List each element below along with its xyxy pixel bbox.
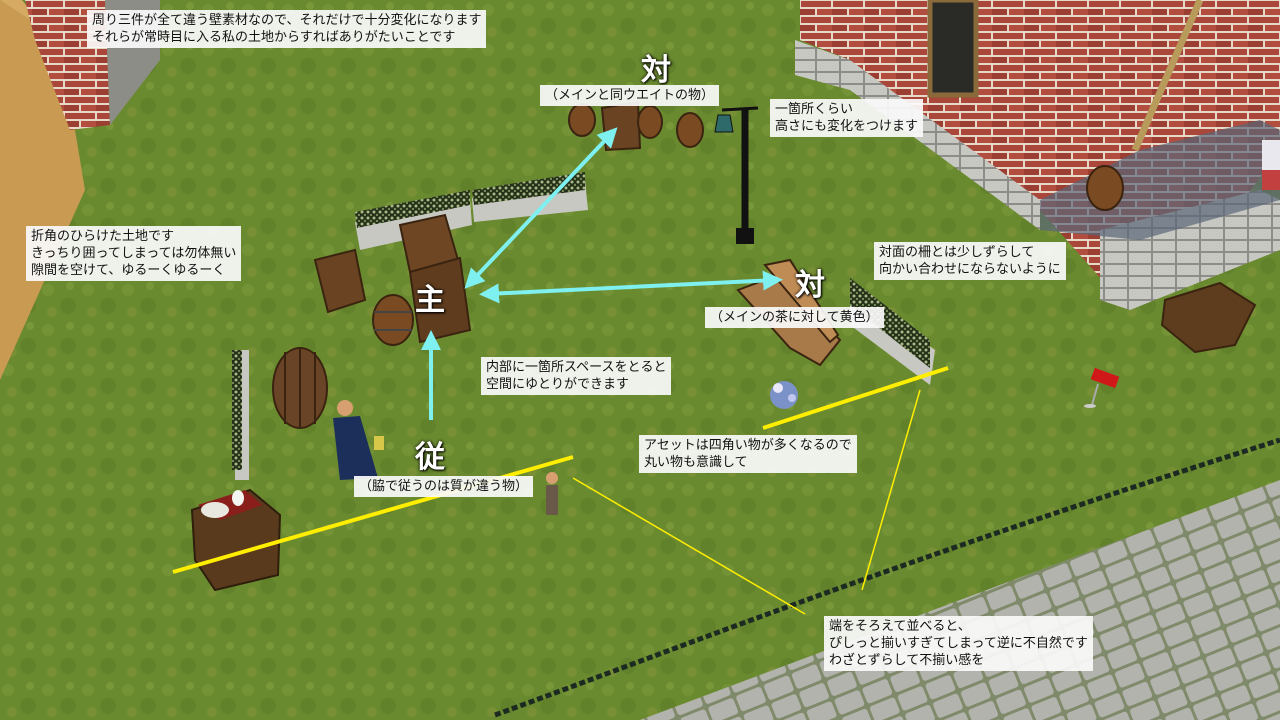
npc-right[interactable] [1262,140,1280,190]
npc-child[interactable] [546,472,558,515]
barrel [1086,165,1124,211]
barrel [372,294,414,346]
label-main: 主 [415,283,445,318]
note-interior: 内部に一箇所スペースをとると 空間にゆとりができます [481,357,672,395]
wooden-crate [1160,281,1257,354]
note-left: 折角のひらけた土地です きっちり囲ってしまっては勿体無い 隙間を空けて、ゆるーく… [26,226,242,281]
label-opposite-right: 対 [795,268,825,303]
hedge-fence-left [232,350,249,480]
cage-barrel [272,347,328,429]
note-yellow-bench: （メインの茶に対して黄色） [705,307,884,328]
wooden-crate-stack [398,213,472,344]
flower-pot [770,381,798,409]
barrel [568,103,596,137]
note-top-left: 周り三件が全て違う壁素材なので、それだけで十分変化になります それらが常時目に入… [87,10,487,48]
note-bottom: 端をそろえて並べると、 ぴしっと揃いすぎてしまって逆に不自然です わざとずらして… [824,616,1093,671]
note-follower: （脇で従うのは質が違う物） [354,476,534,497]
table-cabinet [190,488,282,592]
chain-fence [494,437,1280,718]
barrel [637,105,663,139]
barrel [676,112,704,148]
label-opposite-top: 対 [641,53,671,88]
player-character[interactable] [333,400,384,480]
wooden-crate [313,248,367,314]
red-mailbox [1084,367,1120,408]
arrow-main-to-top [464,127,618,289]
label-follower: 従 [415,440,445,475]
street-lamp [714,106,759,244]
composition-arrows [421,127,783,420]
arrow-main-to-right [479,270,783,304]
note-round: アセットは四角い物が多くなるので 丸い物も意識して [639,435,857,473]
cobblestone-street [640,480,1280,720]
note-top-center: （メインと同ウエイトの物） [540,85,720,106]
building-window [927,0,979,98]
note-lamp: 一箇所くらい 高さにも変化をつけます [770,99,924,137]
note-fence: 対面の柵とは少しずらして 向かい合わせにならないように [874,242,1066,280]
wooden-crate [600,100,642,152]
drain-pipe [1131,0,1204,152]
